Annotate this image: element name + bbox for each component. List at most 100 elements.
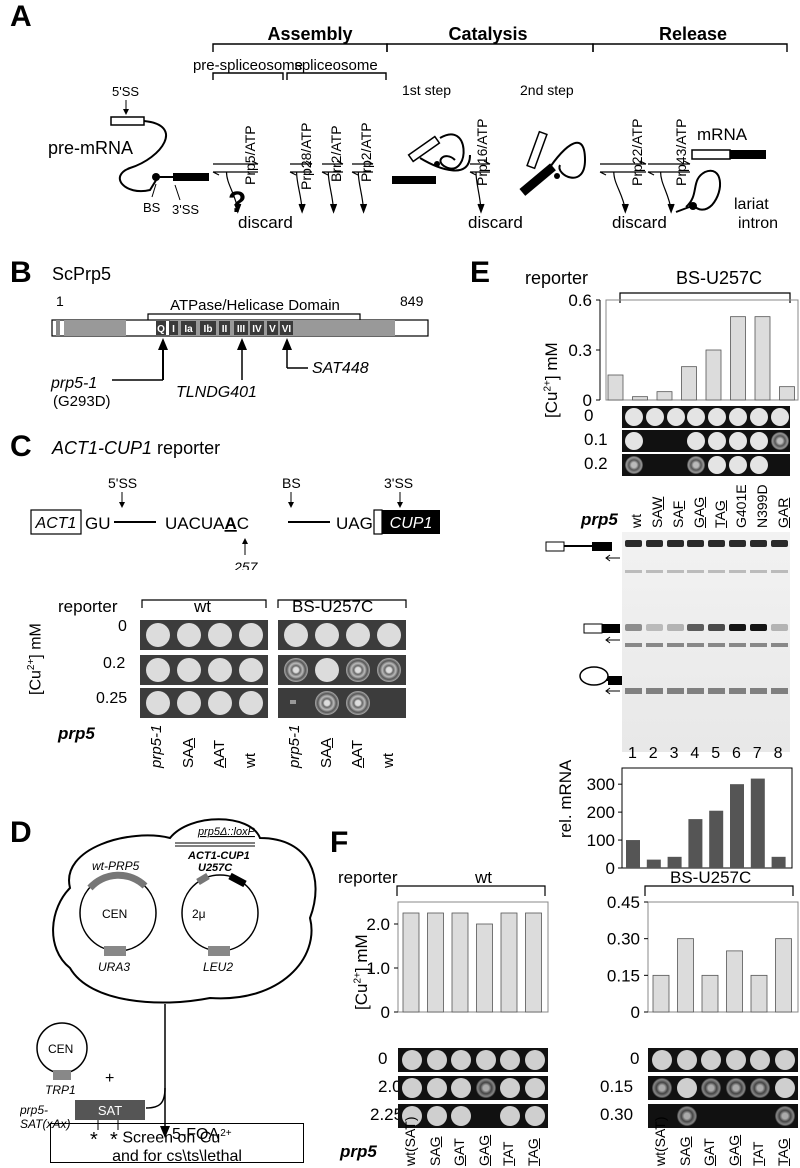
- ura3-label: URA3: [98, 960, 130, 974]
- motif-label-0: Q: [157, 324, 165, 335]
- question-mark: ?: [228, 186, 246, 219]
- e-cu-bar-7: [779, 386, 795, 401]
- f-mut-spot: [774, 1078, 795, 1098]
- f-mut-tick-0: 0.45: [607, 893, 640, 912]
- gel-band-mrna: [770, 624, 788, 631]
- e-conc-2: 0.2: [584, 454, 608, 473]
- f-mut-conc-1: 0.15: [600, 1077, 634, 1096]
- sat-box: [75, 1100, 145, 1120]
- label-lariat-1: lariat: [734, 196, 769, 213]
- gel-band-minor: [687, 570, 705, 573]
- f-strain-0-2: GAT: [451, 1138, 467, 1166]
- e-lane-5: 6: [732, 745, 741, 762]
- factor-prp22: Prp22/ATP: [629, 119, 645, 186]
- gel-band-premrna: [687, 540, 705, 547]
- e-spot: [749, 456, 768, 474]
- c-wt-row-2: [140, 688, 268, 718]
- f-mut-spot: [725, 1050, 746, 1070]
- substage-pre-spliceosome: pre-spliceosome: [193, 57, 303, 74]
- gel-band-mrna: [749, 624, 767, 631]
- e-strain-7: GAR: [775, 497, 791, 528]
- e-strain-1: SAW: [649, 496, 665, 528]
- gel-band-mid: [729, 643, 746, 647]
- gel-band-mrna: [687, 624, 705, 631]
- mrna-exon2: [730, 150, 766, 159]
- f-strain-1-5: TAG: [774, 1138, 791, 1166]
- mutation-prp5-1-detail: (G293D): [53, 393, 111, 410]
- e-strain-2: SAF: [670, 500, 686, 528]
- motif-label-1: I: [172, 324, 175, 335]
- c-wt-spot: [208, 691, 232, 715]
- c-label-bs: BS: [282, 475, 301, 491]
- f-wt-spot: [426, 1078, 447, 1098]
- gel-band-lariat: [625, 688, 642, 694]
- e-spot: [687, 408, 706, 426]
- e-strain-5: G401E: [733, 484, 749, 528]
- f-wt-tick-2: 0: [381, 1003, 390, 1022]
- f-wt-spot: [500, 1050, 520, 1070]
- motif-box-3: [200, 321, 216, 335]
- gel-band-mid: [645, 643, 663, 647]
- factor-prp5: Prp5/ATP: [242, 125, 258, 185]
- panel-label-b: B: [10, 256, 32, 289]
- motif-box-0: [156, 321, 166, 335]
- e-cu-bar-2: [656, 391, 673, 401]
- e-ytick-2: 0: [583, 391, 592, 410]
- e-cu-bar-0: [607, 374, 624, 401]
- f-wt-spot: [500, 1078, 520, 1098]
- f-mut-tick-2: 0.15: [607, 966, 640, 985]
- f-wt-spot: [475, 1050, 496, 1070]
- panel-label-e: E: [470, 256, 491, 289]
- e-rel-bar-4: [709, 810, 724, 868]
- f-wt-bar-2: [451, 912, 469, 1013]
- c-wt-spot: [208, 623, 232, 647]
- foa-label: 5-FOA: [172, 1126, 220, 1143]
- gel-band-premrna: [729, 540, 746, 547]
- domain-label: ATPase/Helicase Domain: [170, 297, 340, 314]
- lariat-loop: [685, 169, 721, 211]
- e-rel-bar-3: [688, 819, 703, 868]
- e-lane-3: 4: [690, 745, 700, 762]
- c-mut-row-0: [278, 620, 406, 650]
- stage-assembly: Assembly: [267, 24, 352, 44]
- d-reporter-label: ACT1-CUP1: [187, 850, 250, 862]
- c-wt-spot: [239, 658, 263, 682]
- c-mut-spot: [315, 658, 339, 682]
- gel-band-minor: [645, 570, 663, 573]
- c-strain-5: SAA: [318, 737, 335, 768]
- c-strain-0: prp5-1: [148, 724, 165, 768]
- gel-band-premrna: [749, 540, 767, 547]
- factor-brr2: Brr2/ATP: [328, 125, 344, 182]
- f-wt-bar-3: [476, 923, 493, 1013]
- f-wt-chart: 2.01.00: [366, 901, 549, 1022]
- e-spot: [666, 408, 685, 426]
- gel-band-mrna: [729, 624, 746, 631]
- panel-label-c: C: [10, 430, 32, 463]
- trp1-label: TRP1: [45, 1083, 76, 1097]
- f-bsmut-chart: 0.450.300.150: [607, 893, 799, 1022]
- f-wt-plate-row-2: [398, 1104, 548, 1128]
- e-prp5-label: prp5: [581, 510, 618, 529]
- f-strain-0-5: TAG: [524, 1138, 541, 1166]
- panel-d-diagram: prp5Δ::loxP wt-PRP5 CEN URA3 ACT1-CUP1 U…: [20, 818, 317, 1151]
- c-mut-spot: [284, 658, 308, 682]
- panel-label-f: F: [330, 826, 349, 859]
- f-wt-spot: [402, 1078, 422, 1098]
- f-mut-spot: [701, 1050, 721, 1070]
- f-mut-spot: [750, 1078, 770, 1098]
- gel-band-mrna: [645, 624, 663, 631]
- step-2nd: 2nd step: [520, 82, 574, 98]
- c-strain-2: AAT: [211, 739, 228, 768]
- c-wt-spot: [177, 658, 201, 682]
- wtprp5-label: wt-PRP5: [92, 859, 140, 873]
- f-strain-0-1: SAG: [426, 1136, 443, 1166]
- gel-band-premrna: [770, 540, 788, 547]
- f-wt-spot: [426, 1050, 447, 1070]
- c-wt-spot: [146, 691, 170, 715]
- f-wt-bar-4: [500, 912, 518, 1013]
- panel-label-a: A: [10, 0, 32, 33]
- e-cu-bar-5: [730, 316, 746, 401]
- star-2: *: [110, 1129, 118, 1151]
